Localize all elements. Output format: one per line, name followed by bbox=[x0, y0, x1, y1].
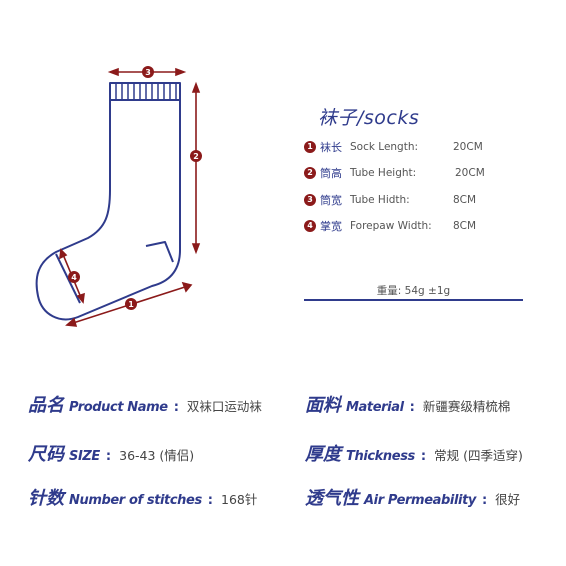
arrow-2-head-top bbox=[191, 81, 201, 93]
product-title: 袜子/socks bbox=[318, 107, 420, 129]
attribute-product-name: 品名 Product Name : 双袜口运动袜 bbox=[28, 391, 262, 417]
attribute-thickness: 厚度 Thickness : 常规 (四季适穿) bbox=[305, 440, 523, 466]
attribute-colon: : bbox=[409, 400, 415, 415]
badge-3-label: 3 bbox=[145, 68, 151, 77]
attribute-label-cn: 品名 bbox=[28, 395, 64, 416]
attribute-label-cn: 尺码 bbox=[28, 444, 64, 465]
measure-arrows bbox=[59, 67, 201, 327]
attribute-label-en: Product Name bbox=[69, 400, 168, 415]
badge-1-label: 1 bbox=[128, 300, 134, 309]
attribute-label-en: Number of stitches bbox=[69, 493, 202, 508]
arrow-3-head-right bbox=[175, 67, 187, 77]
attribute-material: 面料 Material : 新疆赛级精梳棉 bbox=[305, 391, 510, 417]
toe-line bbox=[55, 253, 81, 304]
attribute-label-cn: 面料 bbox=[305, 395, 341, 416]
attribute-value: 36-43 (情侣) bbox=[119, 448, 195, 463]
heel-line bbox=[145, 241, 174, 263]
measurement-label-en: Tube Height: bbox=[350, 167, 417, 179]
badge-2-label: 2 bbox=[193, 152, 199, 161]
attribute-value: 新疆赛级精梳棉 bbox=[422, 399, 511, 414]
measurement-value: 20CM bbox=[455, 167, 485, 179]
attribute-colon: : bbox=[420, 449, 427, 464]
attribute-label-cn: 透气性 bbox=[305, 488, 359, 509]
measurement-label-en: Forepaw Width: bbox=[350, 220, 432, 232]
attribute-colon: : bbox=[481, 493, 488, 508]
attribute-air-permeability: 透气性 Air Permeability : 很好 bbox=[305, 484, 520, 510]
attribute-label-en: Thickness bbox=[346, 449, 415, 464]
attribute-value: 双袜口运动袜 bbox=[186, 399, 262, 414]
attribute-colon: : bbox=[105, 449, 112, 464]
measurement-row: 1 袜长 Sock Length: 20CM bbox=[304, 139, 483, 155]
arrow-1-head-right bbox=[181, 281, 193, 293]
arrow-3-head-left bbox=[107, 67, 119, 77]
measurement-value: 20CM bbox=[453, 141, 483, 153]
measurement-label-cn: 掌宽 bbox=[320, 220, 342, 233]
measurement-label-en: Tube Hidth: bbox=[350, 194, 410, 206]
measurement-label-en: Sock Length: bbox=[350, 141, 419, 153]
measurement-row: 2 筒高 Tube Height: 20CM bbox=[304, 165, 485, 181]
attribute-value: 很好 bbox=[495, 492, 521, 507]
arrow-2-head-bottom bbox=[191, 243, 201, 255]
measurement-label-cn: 筒宽 bbox=[320, 194, 342, 207]
measurement-row: 3 筒宽 Tube Hidth: 8CM bbox=[304, 192, 476, 208]
measurement-number: 2 bbox=[304, 167, 316, 179]
attribute-label-cn: 针数 bbox=[28, 488, 64, 509]
badge-4-circle bbox=[68, 271, 80, 283]
measurement-label-cn: 筒高 bbox=[320, 167, 342, 180]
measurement-value: 8CM bbox=[453, 220, 477, 232]
badge-1-circle bbox=[125, 298, 137, 310]
weight-divider bbox=[304, 299, 523, 301]
attribute-label-en: Material bbox=[346, 400, 404, 415]
badge-3-circle bbox=[142, 66, 154, 78]
attribute-colon: : bbox=[173, 400, 179, 415]
attribute-stitches: 针数 Number of stitches : 168针 bbox=[28, 484, 257, 510]
measurement-row: 4 掌宽 Forepaw Width: 8CM bbox=[304, 218, 476, 234]
attribute-colon: : bbox=[207, 493, 213, 508]
attribute-label-cn: 厚度 bbox=[305, 444, 341, 465]
attribute-value: 常规 (四季适穿) bbox=[434, 448, 523, 463]
badge-4-label: 4 bbox=[71, 273, 77, 282]
arrow-4-head-bottom bbox=[76, 292, 85, 304]
sock-body-outline bbox=[35, 82, 181, 321]
arrow-4-head-top bbox=[59, 248, 68, 260]
weight-text: 重量: 54g ±1g bbox=[376, 285, 451, 297]
measurement-number: 3 bbox=[304, 194, 316, 206]
attribute-size: 尺码 SIZE : 36-43 (情侣) bbox=[28, 440, 194, 466]
attribute-label-en: Air Permeability bbox=[364, 493, 476, 508]
measurement-number: 4 bbox=[304, 220, 316, 232]
sock-outline bbox=[35, 82, 181, 321]
arrow-1-head-left bbox=[65, 317, 78, 327]
measure-badges: 3 2 1 4 bbox=[68, 66, 202, 310]
attribute-label-en: SIZE bbox=[69, 449, 100, 464]
measurement-number: 1 bbox=[304, 141, 316, 153]
attribute-value: 168针 bbox=[221, 492, 258, 507]
measurement-value: 8CM bbox=[453, 194, 477, 206]
measurement-label-cn: 袜长 bbox=[320, 141, 342, 154]
badge-2-circle bbox=[190, 150, 202, 162]
cuff-ribs bbox=[115, 83, 177, 100]
